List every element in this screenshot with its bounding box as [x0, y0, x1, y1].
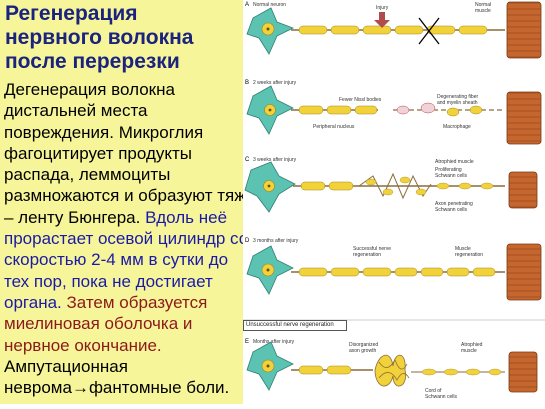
neuron-b	[246, 85, 294, 135]
arrow-right-icon: →	[71, 378, 89, 398]
neuron-e	[246, 341, 294, 391]
body-part-phantom: фантомные боли.	[88, 378, 230, 398]
neuron-d	[246, 245, 294, 295]
muscle-e	[508, 351, 538, 393]
neuron-c	[244, 161, 296, 213]
label-normal-muscle-1: Normal	[475, 2, 491, 8]
neuroma	[374, 354, 410, 387]
label-successful-1: Successful nerve	[353, 246, 391, 252]
panel-letter-e: E	[245, 339, 249, 345]
label-cord-1: Cord of	[425, 388, 442, 394]
body-part-axon-growth: Вдоль неё прорастает осевой цилиндр со с…	[4, 207, 249, 312]
muscle-c	[508, 171, 538, 209]
label-successful-2: regeneration	[353, 252, 381, 258]
panel-label-a: Normal neuron	[253, 2, 286, 8]
label-peripheral-nucleus: Peripheral nucleus	[313, 124, 355, 130]
panel-label-d: 3 months after injury	[253, 238, 299, 244]
axon-a	[291, 25, 505, 35]
label-proliferating-2: Schwann cells	[435, 173, 467, 179]
muscle-b	[506, 91, 542, 145]
panel-letter-d: D	[245, 238, 250, 244]
label-proliferating-1: Proliferating	[435, 167, 462, 173]
cross-icon	[418, 17, 440, 45]
panel-label-b: 2 weeks after injury	[253, 80, 297, 86]
axon-b	[291, 102, 505, 117]
label-fewer-nissl: Fewer Nissl bodies	[339, 97, 382, 103]
label-muscle-regen-1: Muscle	[455, 246, 471, 252]
label-axon-pen-2: Schwann cells	[435, 207, 467, 213]
label-degenerating-1: Degenerating fiber	[437, 94, 478, 100]
label-atrophied-muscle: Atrophied muscle	[435, 159, 474, 165]
panel-letter-a: A	[245, 2, 249, 8]
injury-arrow-icon	[374, 12, 390, 28]
label-atrophied-e-2: muscle	[461, 348, 477, 354]
neuron-a	[246, 7, 294, 55]
text-panel: Регенерация нервного волокна после перер…	[0, 0, 243, 404]
label-macrophage: Macrophage	[443, 124, 471, 130]
body-part-degeneration: Дегенерация волокна дистальней места пов…	[4, 80, 246, 227]
panel-label-c: 3 weeks after injury	[253, 157, 297, 163]
label-disorganized-1: Disorganized	[349, 342, 378, 348]
label-cord-2: Schwann cells	[425, 394, 457, 400]
panel-label-e: Months after injury	[253, 339, 295, 345]
description-text: Дегенерация волокна дистальней места пов…	[4, 79, 256, 398]
nerve-regeneration-diagram: A Normal neuron Injury Normal muscle B 2…	[243, 1, 545, 400]
axon-d	[291, 267, 505, 277]
illustration-area: A Normal neuron Injury Normal muscle B 2…	[243, 0, 545, 404]
label-degenerating-2: and myelin sheath	[437, 100, 478, 106]
body-part-myelination: Затем образуется миелиновая оболочка и н…	[4, 292, 208, 355]
label-disorganized-2: axon growth	[349, 348, 376, 354]
axon-e	[291, 365, 373, 375]
schwann-cord-e	[411, 368, 505, 376]
label-axon-pen-1: Axon penetrating	[435, 201, 473, 207]
axon-c	[293, 172, 505, 200]
body-part-neuroma: Ампутационная неврома	[4, 356, 128, 398]
label-muscle-regen-2: regeneration	[455, 252, 483, 258]
page-title: Регенерация нервного волокна после перер…	[5, 2, 194, 73]
muscle-d	[506, 243, 542, 301]
label-atrophied-e-1: Atrophied	[461, 342, 483, 348]
muscle-a	[506, 1, 542, 59]
label-normal-muscle-2: muscle	[475, 8, 491, 14]
unsuccessful-label: Unsuccessful nerve regeneration	[243, 320, 347, 331]
label-injury: Injury	[376, 5, 389, 11]
panel-letter-c: C	[245, 157, 250, 163]
panel-letter-b: B	[245, 80, 249, 86]
